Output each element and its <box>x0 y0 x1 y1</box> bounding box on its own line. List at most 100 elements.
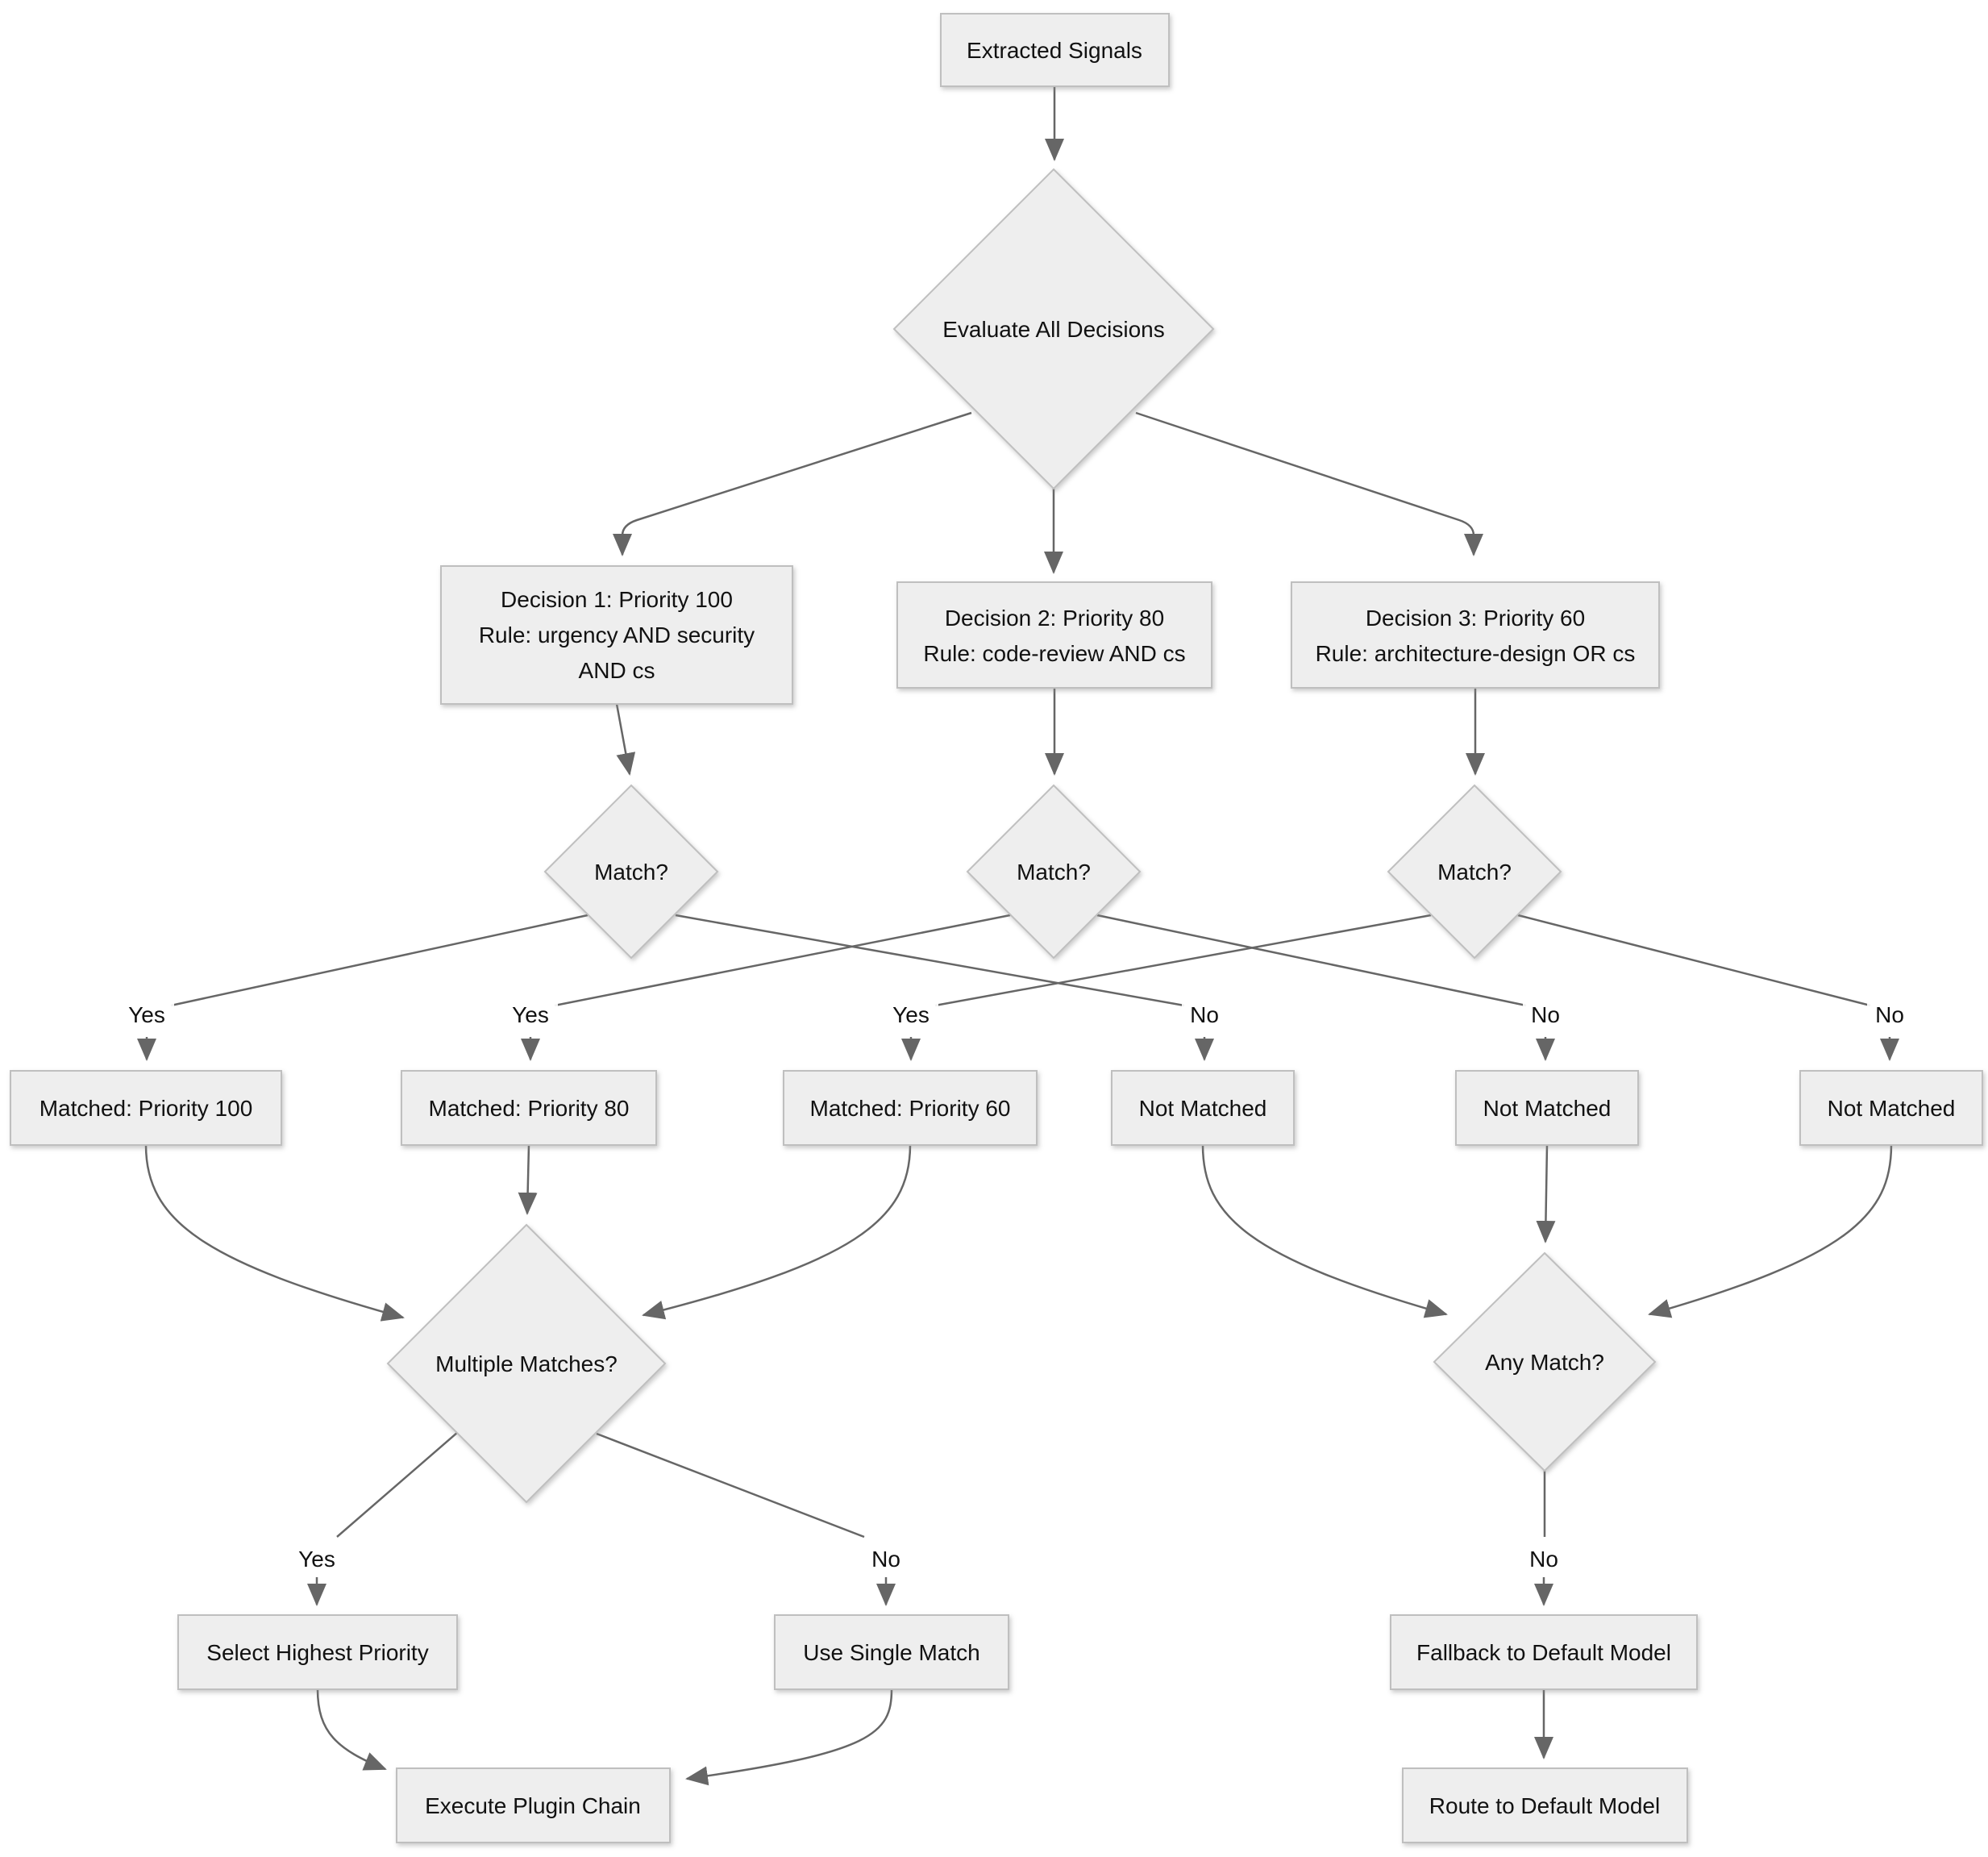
decision-2-line-1: Decision 2: Priority 80 <box>945 606 1164 631</box>
label-bg <box>1523 998 1568 1031</box>
select-highest-label: Select Highest Priority <box>206 1640 428 1665</box>
node-execute-plugin-chain: Execute Plugin Chain <box>396 1767 671 1843</box>
decision-3-line-2: Rule: architecture-design OR cs <box>1316 641 1636 666</box>
node-matched-priority-80: Matched: Priority 80 <box>401 1070 657 1146</box>
matched-60-label: Matched: Priority 60 <box>810 1096 1011 1121</box>
node-not-matched-2: Not Matched <box>1455 1070 1639 1146</box>
node-decision-2: Decision 2: Priority 80 Rule: code-revie… <box>896 581 1212 689</box>
fallback-shape <box>1390 1614 1698 1690</box>
node-multiple-matches: Multiple Matches? <box>386 1223 667 1504</box>
edges <box>137 86 1899 1786</box>
edge-label-match2-yes: Yes <box>512 1002 549 1027</box>
edge-label-multi-no: No <box>871 1547 900 1572</box>
edge-label-match3-yes: Yes <box>892 1002 930 1027</box>
evaluate-all-diamond <box>892 168 1215 490</box>
edge-notmatched2-to-any <box>1536 1144 1556 1243</box>
decision-3-shape <box>1291 581 1660 689</box>
not-matched-3-shape <box>1799 1070 1983 1146</box>
edge-select-to-execute <box>316 1688 387 1771</box>
node-decision-1: Decision 1: Priority 100 Rule: urgency A… <box>440 565 793 705</box>
edge-evaluate-to-decision1 <box>613 411 972 556</box>
node-match-1: Match? <box>543 784 719 960</box>
multiple-matches-diamond <box>386 1223 667 1504</box>
label-bg <box>863 1543 909 1575</box>
not-matched-1-shape <box>1111 1070 1295 1146</box>
not-matched-1-label: Not Matched <box>1139 1096 1267 1121</box>
decision-1-line-1: Decision 1: Priority 100 <box>501 587 733 612</box>
decision-2-line-2: Rule: code-review AND cs <box>923 641 1185 666</box>
select-highest-shape <box>177 1614 458 1690</box>
decision-2-shape <box>896 581 1212 689</box>
matched-100-shape <box>10 1070 282 1146</box>
multiple-matches-label: Multiple Matches? <box>435 1351 618 1376</box>
edge-labels: Yes Yes Yes No No No Yes No No <box>119 998 1912 1575</box>
edge-label-match3-no: No <box>1875 1002 1904 1027</box>
edge-single-to-execute <box>685 1688 893 1786</box>
edge-matched100-to-multi <box>144 1144 405 1322</box>
node-fallback-to-default-model: Fallback to Default Model <box>1390 1614 1698 1690</box>
extracted-signals-shape <box>940 13 1170 87</box>
use-single-shape <box>774 1614 1009 1690</box>
edge-label-multi-yes: Yes <box>298 1547 335 1572</box>
route-default-label: Route to Default Model <box>1429 1793 1660 1818</box>
match-1-diamond <box>543 784 719 960</box>
fallback-label: Fallback to Default Model <box>1416 1640 1671 1665</box>
edge-match3-no-diagonal <box>1517 914 1871 1007</box>
extracted-signals-label: Extracted Signals <box>967 38 1142 63</box>
label-bg <box>884 998 938 1031</box>
decision-3-line-1: Decision 3: Priority 60 <box>1366 606 1585 631</box>
match-1-label: Match? <box>594 860 668 885</box>
not-matched-2-label: Not Matched <box>1483 1096 1612 1121</box>
edge-match2-yes-diagonal <box>554 914 1011 1007</box>
node-decision-3: Decision 3: Priority 60 Rule: architectu… <box>1291 581 1660 689</box>
edge-match2-no-diagonal <box>1096 914 1527 1007</box>
edge-matched80-to-multi <box>518 1144 538 1215</box>
node-matched-priority-100: Matched: Priority 100 <box>10 1070 282 1146</box>
matched-80-shape <box>401 1070 657 1146</box>
edge-label-any-no: No <box>1529 1547 1558 1572</box>
matched-100-label: Matched: Priority 100 <box>40 1096 253 1121</box>
label-bg <box>119 998 174 1031</box>
match-3-label: Match? <box>1437 860 1512 885</box>
edge-decision1-to-match1 <box>615 703 636 776</box>
edge-notmatched3-to-any <box>1648 1144 1893 1318</box>
execute-chain-shape <box>396 1767 671 1843</box>
execute-chain-label: Execute Plugin Chain <box>425 1793 641 1818</box>
label-bg <box>1867 998 1912 1031</box>
edge-multi-no-diagonal <box>596 1432 865 1538</box>
node-evaluate-all-decisions: Evaluate All Decisions <box>892 168 1215 490</box>
node-match-2: Match? <box>966 784 1142 960</box>
edge-label-match2-no: No <box>1531 1002 1560 1027</box>
matched-80-label: Matched: Priority 80 <box>429 1096 630 1121</box>
edge-matched60-to-multi <box>642 1144 912 1320</box>
any-match-label: Any Match? <box>1485 1350 1604 1375</box>
matched-60-shape <box>783 1070 1038 1146</box>
edge-match1-yes-diagonal <box>170 914 588 1007</box>
label-bg <box>289 1543 344 1575</box>
label-bg <box>1182 998 1227 1031</box>
edge-match3-yes-diagonal <box>934 914 1432 1007</box>
node-not-matched-3: Not Matched <box>1799 1070 1983 1146</box>
edge-evaluate-to-decision3 <box>1135 411 1483 556</box>
edge-label-match1-yes: Yes <box>128 1002 165 1027</box>
match-2-label: Match? <box>1017 860 1091 885</box>
edge-notmatched1-to-any <box>1201 1144 1448 1318</box>
not-matched-3-label: Not Matched <box>1828 1096 1956 1121</box>
decision-1-line-3: AND cs <box>579 658 655 683</box>
edge-label-match1-no: No <box>1190 1002 1219 1027</box>
node-select-highest-priority: Select Highest Priority <box>177 1614 458 1690</box>
nodes: Extracted Signals Evaluate All Decisions… <box>10 13 1983 1843</box>
node-any-match: Any Match? <box>1433 1251 1657 1472</box>
node-matched-priority-60: Matched: Priority 60 <box>783 1070 1038 1146</box>
use-single-label: Use Single Match <box>803 1640 979 1665</box>
edge-multi-yes-diagonal <box>336 1431 459 1538</box>
edge-match1-no-diagonal <box>675 914 1185 1007</box>
match-2-diamond <box>966 784 1142 960</box>
node-extracted-signals: Extracted Signals <box>940 13 1170 87</box>
evaluate-all-label: Evaluate All Decisions <box>942 317 1164 342</box>
node-use-single-match: Use Single Match <box>774 1614 1009 1690</box>
match-3-diamond <box>1387 784 1562 960</box>
node-not-matched-1: Not Matched <box>1111 1070 1295 1146</box>
node-route-to-default-model: Route to Default Model <box>1402 1767 1688 1843</box>
